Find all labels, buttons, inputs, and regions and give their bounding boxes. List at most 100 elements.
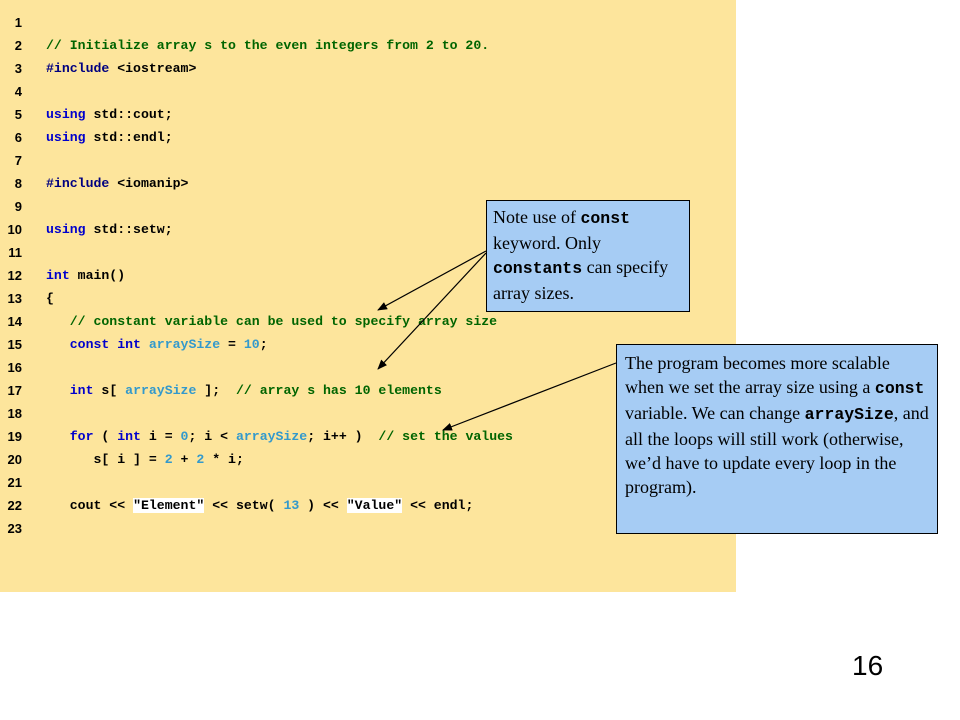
code-text: // Initialize array s to the even intege… [46, 34, 489, 57]
line-number: 22 [7, 498, 22, 513]
code-text: cout << "Element" << setw( 13 ) << "Valu… [46, 494, 473, 517]
code-token-keyword: using [46, 107, 94, 122]
code-line: 2 // Initialize array s to the even integ… [0, 34, 736, 57]
code-token-string: "Element" [133, 498, 205, 513]
code-text: // constant variable can be used to spec… [46, 310, 497, 333]
code-line: 9 [0, 195, 736, 218]
code-token-plain: s[ i ] = [46, 452, 165, 467]
line-number: 12 [7, 268, 22, 283]
line-number: 17 [7, 383, 22, 398]
line-number: 23 [7, 521, 22, 536]
code-token-number: 2 [196, 452, 205, 467]
callout-text: The program becomes more scalable when w… [625, 353, 890, 397]
line-number: 18 [7, 406, 22, 421]
code-line: 18 [0, 402, 736, 425]
code-token-plain: std::setw; [93, 222, 173, 237]
code-line: 3 #include <iostream> [0, 57, 736, 80]
scalability-callout: The program becomes more scalable when w… [616, 344, 938, 534]
code-text: int main() [46, 264, 125, 287]
code-text: int s[ arraySize ]; // array s has 10 el… [46, 379, 442, 402]
line-number: 8 [14, 176, 22, 191]
code-token-plain: << endl; [402, 498, 474, 513]
code-token-keyword: int [117, 429, 149, 444]
callout-text: , and all the loops will still work (oth… [625, 403, 929, 497]
code-token-preproc: #include [46, 61, 118, 76]
code-line: 20 s[ i ] = 2 + 2 * i; [0, 448, 736, 471]
code-line: 22 cout << "Element" << setw( 13 ) << "V… [0, 494, 736, 517]
code-token-plain: = [220, 337, 244, 352]
code-token-plain [46, 383, 70, 398]
code-token-plain: <iostream> [117, 61, 197, 76]
code-token-comment: // constant variable can be used to spec… [46, 314, 498, 329]
code-token-plain: std::cout; [93, 107, 173, 122]
code-token-keyword: int [69, 383, 102, 398]
code-text: using std::cout; [46, 103, 173, 126]
line-number: 20 [7, 452, 22, 467]
code-token-plain [46, 337, 70, 352]
line-number: 6 [14, 130, 22, 145]
code-token-keyword: for [69, 429, 102, 444]
code-token-plain: main() [77, 268, 126, 283]
line-number: 3 [14, 61, 22, 76]
code-line: 17 int s[ arraySize ]; // array s has 10… [0, 379, 736, 402]
page-number: 16 [852, 650, 884, 681]
code-text: s[ i ] = 2 + 2 * i; [46, 448, 243, 471]
line-number: 1 [14, 15, 22, 30]
code-token-number: 2 [164, 452, 173, 467]
code-token-plain: s[ [101, 383, 126, 398]
line-number: 19 [7, 429, 22, 444]
line-number: 14 [7, 314, 22, 329]
code-token-plain: ; [259, 337, 268, 352]
code-token-comment: // set the values [378, 429, 513, 444]
code-token-keyword: using [46, 130, 94, 145]
code-text: using std::setw; [46, 218, 173, 241]
callout-text: can specify array sizes. [493, 257, 669, 303]
line-number: 10 [7, 222, 22, 237]
callout-text: Note use of [493, 207, 581, 227]
code-line: 4 [0, 80, 736, 103]
code-token-preproc: #include [46, 176, 118, 191]
code-token-ident: arraySize [148, 337, 221, 352]
code-token-plain: ; i < [188, 429, 236, 444]
code-line: 7 [0, 149, 736, 172]
code-token-plain: i = [148, 429, 181, 444]
line-number: 7 [14, 153, 22, 168]
code-line: 13 { [0, 287, 736, 310]
code-token-plain: cout << [46, 498, 134, 513]
callout-text: keyword. Only [493, 233, 601, 253]
code-line: 11 [0, 241, 736, 264]
code-token-ident: arraySize [125, 383, 197, 398]
code-token-keyword: int [46, 268, 78, 283]
code-line: 15 const int arraySize = 10; [0, 333, 736, 356]
code-text: #include <iomanip> [46, 172, 188, 195]
line-number: 13 [7, 291, 22, 306]
code-line: 6 using std::endl; [0, 126, 736, 149]
code-token-plain: ( [101, 429, 118, 444]
code-line: 23 [0, 517, 736, 540]
code-token-plain: { [46, 291, 54, 306]
line-number: 2 [14, 38, 22, 53]
code-token-keyword: using [46, 222, 94, 237]
code-line: 8 #include <iomanip> [0, 172, 736, 195]
code-line: 12 int main() [0, 264, 736, 287]
callout-code-constants: constants [493, 259, 583, 278]
code-text: #include <iostream> [46, 57, 196, 80]
code-token-plain: << setw( [204, 498, 284, 513]
code-token-plain: ]; [196, 383, 236, 398]
code-line: 21 [0, 471, 736, 494]
line-number: 9 [14, 199, 22, 214]
code-token-number: 10 [243, 337, 260, 352]
callout-code-const: const [580, 209, 630, 228]
callout-code-arraysize: arraySize [804, 405, 894, 424]
line-number: 21 [7, 475, 22, 490]
line-number: 4 [14, 84, 22, 99]
code-line: 16 [0, 356, 736, 379]
line-number: 15 [7, 337, 22, 352]
code-line: 14 // constant variable can be used to s… [0, 310, 736, 333]
code-token-comment: // array s has 10 elements [235, 383, 442, 398]
line-number: 11 [8, 245, 22, 260]
callout-code-const: const [874, 379, 925, 398]
code-token-plain: std::endl; [93, 130, 173, 145]
callout-text: variable. We can change [625, 403, 805, 423]
